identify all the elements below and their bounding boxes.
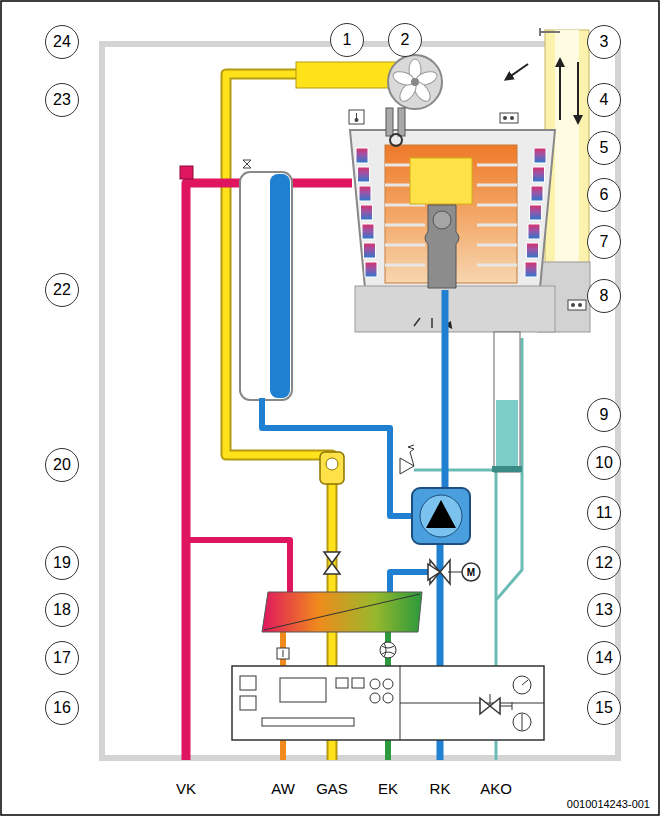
- callout-number: 10: [587, 446, 621, 480]
- connection-label: GAS: [316, 780, 348, 797]
- callout-number: 13: [587, 593, 621, 627]
- control-panel: [232, 666, 544, 740]
- callout-number: 6: [587, 178, 621, 212]
- connection-label: RK: [430, 780, 451, 797]
- connection-label: VK: [176, 780, 196, 797]
- safety-valve: [400, 445, 414, 474]
- callout-number: 1: [330, 23, 364, 57]
- callout-number: 15: [587, 691, 621, 725]
- callout-number: 16: [45, 691, 79, 725]
- dhw-sensor: [277, 648, 289, 659]
- callout-number: 12: [587, 546, 621, 580]
- connection-label: EK: [378, 780, 398, 797]
- gas-tap: [324, 552, 340, 574]
- burner-tube: [425, 205, 459, 288]
- limit-sensor: [500, 113, 518, 123]
- callout-number: 19: [45, 546, 79, 580]
- callout-number: 23: [45, 83, 79, 117]
- fan: [388, 55, 442, 109]
- ignition-electrode: [386, 108, 405, 146]
- expansion-vessel: [240, 160, 292, 400]
- motor-symbol: M: [467, 567, 475, 578]
- gas-valve: [320, 452, 344, 484]
- callout-number: 8: [587, 279, 621, 313]
- callout-number: 4: [587, 83, 621, 117]
- callout-number: 22: [45, 273, 79, 307]
- callout-number: 3: [587, 25, 621, 59]
- flow-turbine: [380, 642, 396, 658]
- burner-flame: [410, 158, 472, 204]
- callout-number: 18: [45, 593, 79, 627]
- callout-number: 9: [587, 398, 621, 432]
- callout-number: 2: [388, 23, 422, 57]
- callout-number: 17: [45, 641, 79, 675]
- callout-number: 20: [45, 448, 79, 482]
- three-way-valve: [428, 560, 480, 584]
- casing-frame: [102, 44, 618, 758]
- heat-exchanger: [350, 130, 590, 332]
- callout-number: 7: [587, 225, 621, 259]
- connection-label: AKO: [480, 780, 512, 797]
- air-vent: [180, 166, 193, 179]
- figure-number: 0010014243-001: [567, 798, 650, 810]
- callout-number: 5: [587, 131, 621, 165]
- connection-label: AW: [271, 780, 295, 797]
- drain-valve: [480, 694, 512, 714]
- callout-number: 14: [587, 641, 621, 675]
- pump: [412, 488, 470, 544]
- flue-sensor: [568, 300, 586, 310]
- callout-number: 11: [587, 496, 621, 530]
- callout-number: 24: [45, 25, 79, 59]
- temperature-sensor: [349, 110, 364, 124]
